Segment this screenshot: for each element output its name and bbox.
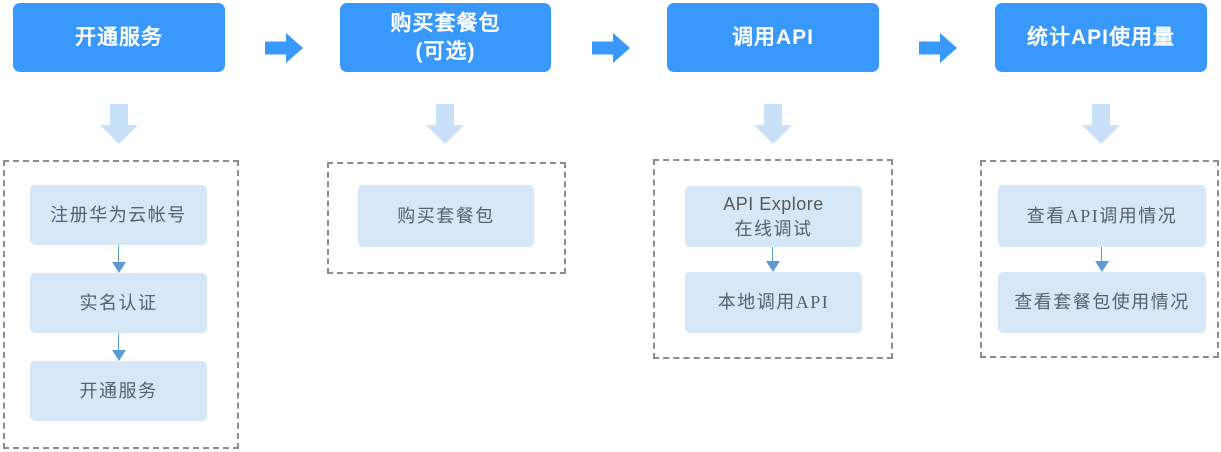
substep-label: 在线调试 xyxy=(734,218,813,239)
substep-open-service: 开通服务 xyxy=(30,361,207,421)
substep-register-huawei-cloud-account: 注册华为云帐号 xyxy=(30,185,207,245)
step-down-arrow-icon xyxy=(754,104,792,144)
substep-label: 注册华为云帐号 xyxy=(50,204,187,225)
step-header-stats-api-usage: 统计API使用量 xyxy=(995,3,1207,72)
substeps-group-buy-package xyxy=(327,162,566,274)
substep-label: 实名认证 xyxy=(79,292,158,313)
connector-arrow-icon xyxy=(766,247,780,272)
flow-right-arrow-icon xyxy=(919,33,957,63)
substep-label: 本地调用API xyxy=(717,292,830,313)
connector-arrow-icon xyxy=(112,333,126,361)
connector-arrow-icon xyxy=(1095,247,1109,272)
step-header-label: (可选) xyxy=(415,39,476,63)
substep-local-call-api: 本地调用API xyxy=(685,272,862,333)
substep-view-package-usage: 查看套餐包使用情况 xyxy=(998,272,1206,333)
step-header-buy-package: 购买套餐包 (可选) xyxy=(340,3,551,72)
step-down-arrow-icon xyxy=(426,104,464,144)
step-header-label: 统计API使用量 xyxy=(1026,25,1175,49)
step-header-call-api: 调用API xyxy=(667,3,879,72)
substep-api-explore-online-debug: API Explore 在线调试 xyxy=(685,186,862,247)
substep-label: API Explore xyxy=(723,194,824,215)
substeps-group-stats-api-usage xyxy=(980,160,1219,358)
flow-right-arrow-icon xyxy=(592,33,630,63)
substep-label: 查看API调用情况 xyxy=(1026,205,1178,226)
connector-arrow-icon xyxy=(112,245,126,273)
substeps-group-open-service xyxy=(3,160,239,449)
step-header-label: 开通服务 xyxy=(75,25,163,49)
substep-label: 查看套餐包使用情况 xyxy=(1014,292,1190,313)
substep-label: 购买套餐包 xyxy=(397,205,495,226)
step-header-open-service: 开通服务 xyxy=(13,3,225,72)
substeps-group-call-api xyxy=(653,159,893,359)
step-down-arrow-icon xyxy=(100,104,138,144)
substep-buy-package: 购买套餐包 xyxy=(358,185,534,247)
substep-realname-authentication: 实名认证 xyxy=(30,273,207,333)
step-down-arrow-icon xyxy=(1082,104,1120,144)
step-header-label: 调用API xyxy=(731,25,814,49)
flow-right-arrow-icon xyxy=(265,33,303,63)
substep-view-api-call-status: 查看API调用情况 xyxy=(998,185,1206,247)
substep-label: 开通服务 xyxy=(79,380,158,401)
step-header-label: 购买套餐包 xyxy=(390,12,501,36)
